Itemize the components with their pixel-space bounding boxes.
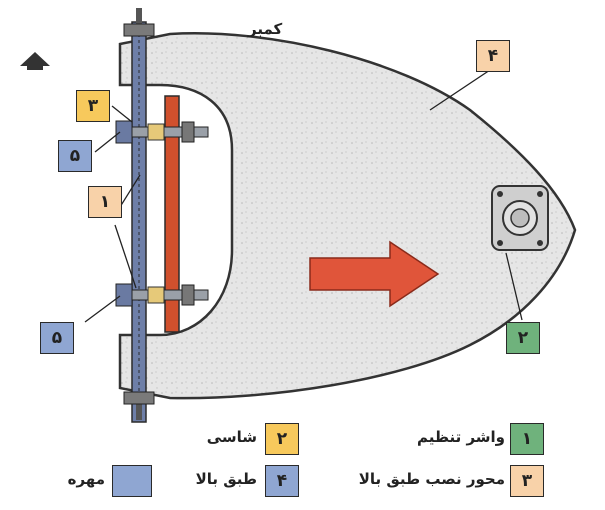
legend-text-upper-control-arm: طبق بالا xyxy=(195,470,257,488)
legend-text-nut: مهره xyxy=(67,470,105,488)
legend-text-adjusting-shim: واشر تنظیم xyxy=(416,428,505,446)
callout-upper-control-arm: ۴ xyxy=(476,40,510,72)
callout-mounting-shaft: ۳ xyxy=(76,90,110,122)
lower-adjusting-shim xyxy=(147,286,165,304)
top-nut xyxy=(123,23,155,37)
upper-adjusting-shim xyxy=(147,123,165,141)
legend-swatch-nut xyxy=(112,465,152,497)
callout-nut-bottom: ۵ xyxy=(40,322,74,354)
upper-control-arm xyxy=(118,32,577,400)
lower-nut-right xyxy=(181,284,195,306)
legend-text-mounting-shaft: محور نصب طبق بالا xyxy=(358,470,505,488)
direction-arrow-base xyxy=(27,64,43,70)
chassis-plate xyxy=(164,95,180,333)
legend-text-chassis: شاسی xyxy=(206,428,257,446)
upper-nut-right xyxy=(181,121,195,143)
legend-num-1: ۱ xyxy=(510,423,544,455)
direction-arrow-icon xyxy=(20,52,50,66)
movement-direction-arrow-icon xyxy=(309,240,440,308)
callout-chassis: ۲ xyxy=(506,322,540,354)
callout-nut-top: ۵ xyxy=(58,140,92,172)
legend-num-2: ۲ xyxy=(265,423,299,455)
callout-adjusting-shim: ۱ xyxy=(88,186,122,218)
legend-num-4: ۴ xyxy=(265,465,299,497)
upper-nut-left xyxy=(115,120,133,144)
camber-label: کمبر xyxy=(248,20,283,38)
bottom-nut xyxy=(123,391,155,405)
legend-num-3: ۳ xyxy=(510,465,544,497)
lower-nut-left xyxy=(115,283,133,307)
